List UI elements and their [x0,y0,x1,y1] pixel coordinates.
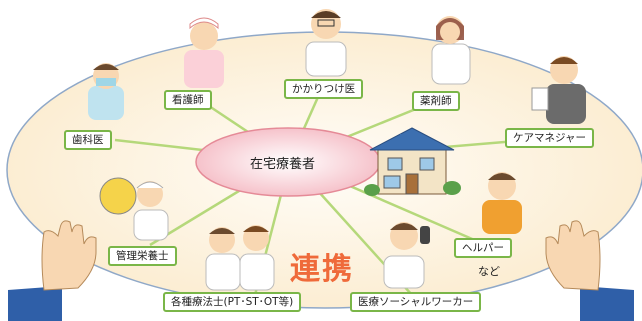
role-label-nurse: 看護師 [164,90,212,110]
therapists-figure [205,225,275,291]
patient-label: 在宅療養者 [250,157,316,172]
cooperation-label: 連携 [290,252,354,287]
role-label-pharmacist: 薬剤師 [412,91,460,111]
role-label-therapist: 各種療法士(PT･ST･OT等) [163,292,302,312]
house-illustration [364,127,461,196]
role-label-social-worker: 医療ソーシャルワーカー [350,292,482,312]
role-label-care-manager: ケアマネジャー [505,128,594,148]
dietitian-figure [99,177,169,241]
role-label-family-doctor: かかりつけ医 [284,79,364,99]
right-hand [545,220,634,321]
role-label-helper: ヘルパー [454,238,512,258]
social-worker-figure [383,222,430,289]
left-hand [8,220,97,321]
doctor-figure [305,9,347,77]
helper-figure [482,172,522,234]
etc-label: など [478,265,500,278]
dentist-figure [88,63,124,120]
care-manager-figure [531,56,586,124]
nurse-figure [184,17,224,88]
role-label-dentist: 歯科医 [64,130,112,150]
pharmacist-figure [431,16,471,85]
role-label-dietitian: 管理栄養士 [108,246,177,266]
